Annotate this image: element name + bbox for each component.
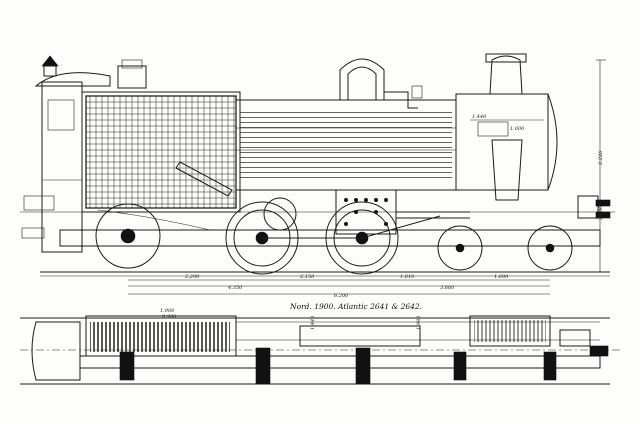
- cab-plan: [31, 321, 81, 381]
- smokebox: [455, 93, 558, 191]
- steam-dome: [339, 58, 423, 109]
- driving-wheel-1: [225, 197, 299, 275]
- chimney: [485, 53, 527, 201]
- height-dimensions: 2.226 2.800 1.440 1.000: [472, 59, 606, 272]
- length-dimensions: 2.200 2.150 1.810 1.600 4.350 3.660 6.20…: [128, 274, 550, 299]
- dim-d3: 1.810: [400, 274, 415, 280]
- dim-d4: 1.600: [494, 274, 509, 280]
- dim-d11: 2.226: [598, 150, 604, 166]
- dim-d10: 1.980: [416, 315, 422, 330]
- bogie-wheel-1: [437, 225, 483, 271]
- axles-plan: [119, 347, 557, 385]
- grate-plan: [85, 315, 237, 357]
- boiler: [235, 99, 457, 191]
- dim-d7: 6.200: [334, 293, 349, 299]
- buffers: [577, 195, 611, 219]
- frame-plan: [79, 355, 601, 369]
- firebox: [81, 91, 241, 213]
- plan-view: 1.900 0.980 1.440 1.980: [20, 308, 620, 385]
- trailing-wheel: [95, 203, 161, 269]
- cylinder: [335, 189, 470, 235]
- safety-valve: [41, 55, 147, 89]
- dim-d15: 1.440: [310, 315, 316, 330]
- side-elevation: 2.226 2.800 1.440 1.000 2.200 2.150 1.81…: [20, 53, 615, 299]
- drawing-caption: Nord. 1900. Atlantic 2641 & 2642.: [289, 302, 422, 311]
- dim-d12: 2.800: [598, 205, 604, 221]
- dim-d14: 0.980: [162, 314, 177, 320]
- dim-d1: 2.200: [184, 274, 200, 280]
- dim-d6: 3.660: [440, 285, 455, 291]
- dim-d13: 1.900: [160, 308, 175, 314]
- dim-d5: 4.350: [227, 285, 243, 291]
- motion-plan: [299, 315, 609, 357]
- bogie-wheel-2: [527, 225, 573, 271]
- plan-dimensions: 1.900 0.980 1.440 1.980: [160, 308, 422, 330]
- grate: [97, 161, 233, 231]
- dim-d2: 2.150: [299, 274, 315, 280]
- connecting-rod: [361, 215, 441, 239]
- dim-d8: 1.440: [472, 114, 487, 120]
- dim-d9: 1.000: [510, 126, 525, 132]
